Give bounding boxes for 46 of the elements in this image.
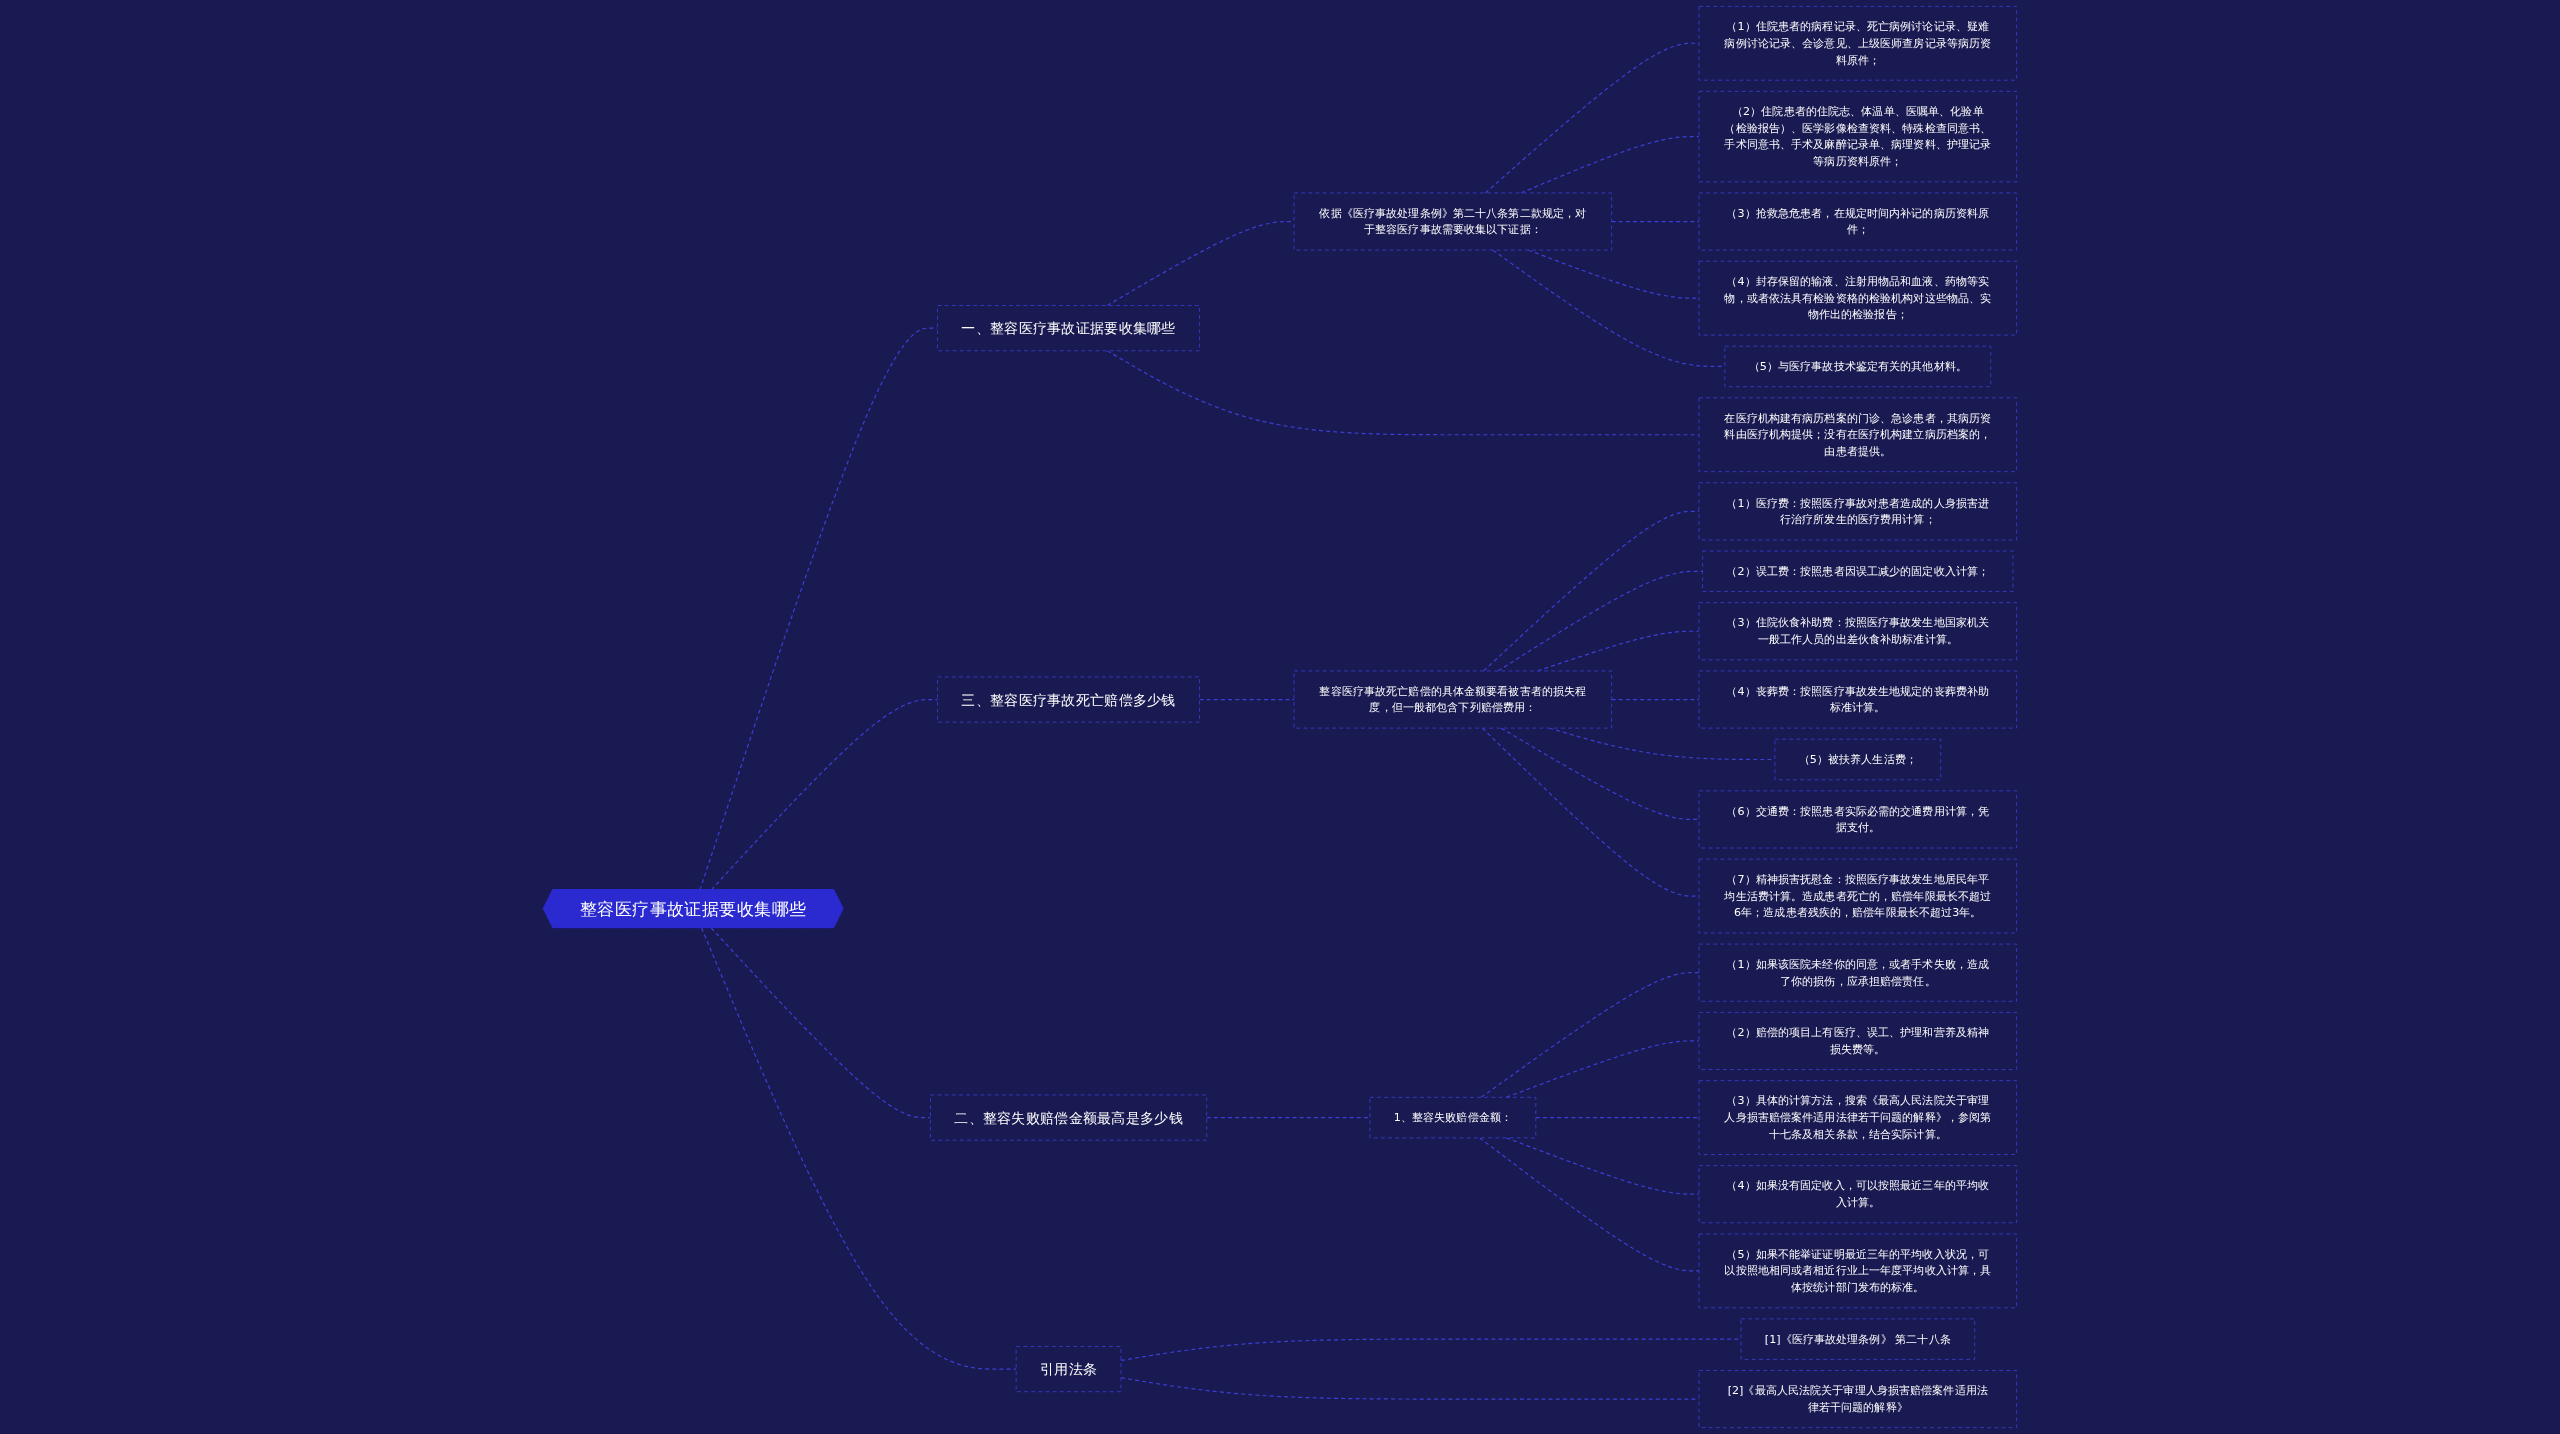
connector bbox=[710, 927, 931, 1119]
connector bbox=[1535, 1117, 1700, 1119]
connector bbox=[1480, 972, 1700, 1098]
node-box: （1）住院患者的病程记录、死亡病例讨论记录、疑难病例讨论记录、会诊意见、上级医师查房记录等病历资料原件； bbox=[1698, 5, 2017, 81]
connector bbox=[1106, 350, 1700, 436]
node-box: （2）误工费：按照患者因误工减少的固定收入计算； bbox=[1702, 550, 2014, 592]
node-box: （3）具体的计算方法，搜索《最高人民法院关于审理人身损害赔偿案件适用法律若干问题的解释》，参阅第十七条及相关条款，结合实际计算。 bbox=[1698, 1080, 2017, 1155]
node-box: （3）住院伙食补助费：按照医疗事故发生地国家机关一般工作人员的出差伙食补助标准计算。 bbox=[1698, 602, 2017, 661]
connector bbox=[1206, 1117, 1371, 1119]
connector bbox=[1484, 42, 1700, 194]
connector bbox=[1483, 510, 1700, 672]
node-box: （4）封存保留的输液、注射用物品和血液、药物等实物，或者依法具有检验资格的检验机构对这些物品、实物作出的检验报告； bbox=[1698, 260, 2017, 336]
node-box: 依据《医疗事故处理条例》第二十八条第二款规定，对于整容医疗事故需要收集以下证据： bbox=[1293, 192, 1613, 251]
node-box: （6）交通费：按照患者实际必需的交通费用计算，凭据支付。 bbox=[1698, 790, 2017, 849]
node-box: （2）住院患者的住院志、体温单、医嘱单、化验单（检验报告）、医学影像检查资料、特殊检查同意书、手术同意书、手术及麻醉记录单、病理资料、护理记录等病历资料原件； bbox=[1698, 90, 2017, 183]
node-box: [1]《医疗事故处理条例》 第二十八条 bbox=[1740, 1318, 1976, 1360]
node-box: 引用法条 bbox=[1015, 1346, 1122, 1393]
connector bbox=[1500, 727, 1700, 821]
node-box: （2）赔偿的项目上有医疗、误工、护理和营养及精神损失费等。 bbox=[1698, 1012, 2017, 1070]
node-box: [2]《最高人民法院关于审理人身损害赔偿案件适用法律若干问题的解释》 bbox=[1698, 1370, 2017, 1429]
node-box: 二、整容失败赔偿金额最高是多少钱 bbox=[930, 1094, 1208, 1141]
connector bbox=[1497, 570, 1704, 672]
node-box: （1）医疗费：按照医疗事故对患者造成的人身损害进行治疗所发生的医疗费用计算； bbox=[1698, 482, 2017, 541]
node-box: 在医疗机构建有病历档案的门诊、急诊患者，其病历资料由医疗机构提供；没有在医疗机构建立病历档案的，由患者提供。 bbox=[1698, 397, 2017, 473]
connector bbox=[1611, 698, 1700, 701]
node-box: （5）如果不能举证证明最近三年的平均收入状况，可以按照地相同或者相近行业上一年度平均收入计算，具体按统计部门发布的标准。 bbox=[1698, 1233, 2017, 1309]
connector bbox=[1479, 1137, 1700, 1272]
connector bbox=[710, 698, 939, 891]
connector bbox=[701, 927, 1017, 1370]
node-box: （4）丧葬费：按照医疗事故发生地规定的丧葬费补助标准计算。 bbox=[1698, 670, 2017, 729]
node-box: 三、整容医疗事故死亡赔偿多少钱 bbox=[937, 676, 1200, 723]
node-box: 1、整容失败赔偿金额： bbox=[1369, 1096, 1537, 1139]
node-box: （7）精神损害抚慰金：按照医疗事故发生地居民年平均生活费计算。造成患者死亡的，赔偿年限最长不超过6年；造成患者残疾的，赔偿年限最长不超过3年。 bbox=[1698, 858, 2017, 934]
connector bbox=[1198, 698, 1295, 701]
connector bbox=[1505, 1137, 1700, 1195]
node-box: （3）抢救急危患者，在规定时间内补记的病历资料原件； bbox=[1698, 192, 2017, 251]
node-box: （1）如果该医院未经你的同意，或者手术失败，造成了你的损伤，应承担赔偿责任。 bbox=[1698, 943, 2017, 1002]
node-box: （5）与医疗事故技术鉴定有关的其他材料。 bbox=[1724, 345, 1992, 388]
connector bbox=[1505, 1040, 1700, 1098]
node-box: （5）被扶养人生活费； bbox=[1774, 738, 1942, 781]
connector bbox=[699, 327, 939, 891]
node-box: 一、整容医疗事故证据要收集哪些 bbox=[937, 305, 1200, 352]
connector bbox=[1611, 220, 1700, 223]
node-box: （4）如果没有固定收入，可以按照最近三年的平均收入计算。 bbox=[1698, 1165, 2017, 1224]
connector bbox=[1481, 727, 1700, 897]
node-box: 整容医疗事故死亡赔偿的具体金额要看被害者的损失程度，但一般都包含下列赔偿费用： bbox=[1293, 670, 1613, 729]
